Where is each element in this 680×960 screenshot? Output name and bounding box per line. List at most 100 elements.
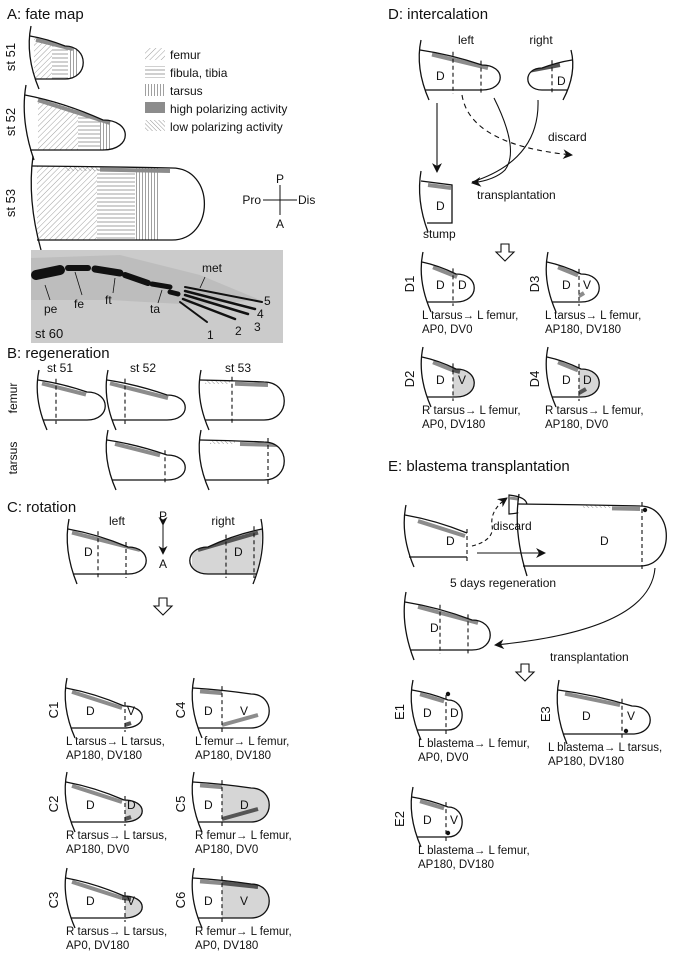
limb-fill bbox=[193, 688, 270, 728]
marker-dot bbox=[445, 691, 451, 697]
caption-line: AP180, DV180 bbox=[418, 859, 494, 871]
blastema-result bbox=[410, 679, 463, 741]
regeneration-label: 5 days regeneration bbox=[450, 576, 556, 590]
photo-label: fe bbox=[74, 297, 84, 311]
amputation-edge bbox=[191, 867, 203, 929]
caption-line: AP180, DV0 bbox=[545, 419, 608, 431]
amputation-edge bbox=[418, 170, 429, 233]
hatch-region bbox=[78, 95, 100, 150]
axis-a: A bbox=[276, 217, 284, 231]
amputation-edge bbox=[556, 679, 568, 745]
polarizing-zone bbox=[199, 783, 223, 790]
limb-fill bbox=[405, 602, 491, 650]
polarizing-zone bbox=[419, 692, 445, 704]
caption-line: AP180, DV0 bbox=[66, 844, 129, 856]
transplant-arrow-left bbox=[471, 97, 511, 187]
limb-body bbox=[420, 50, 501, 90]
graft-label: V bbox=[583, 278, 591, 292]
polarizing-zone bbox=[451, 273, 458, 279]
limb-outline bbox=[192, 877, 270, 919]
stump-outline bbox=[420, 180, 453, 224]
legend: femur fibula, tibia tarsus high polarizi… bbox=[145, 48, 287, 134]
digit-label: 5 bbox=[264, 294, 271, 308]
result-arrow-icon bbox=[514, 663, 536, 682]
discard-label: discard bbox=[493, 519, 532, 533]
experiment-tag: D2 bbox=[402, 371, 417, 388]
rotation-result bbox=[191, 867, 270, 929]
limb-label: D bbox=[436, 69, 445, 83]
axis-a: A bbox=[159, 557, 167, 571]
host-label: D bbox=[86, 894, 95, 908]
limb-fill bbox=[32, 166, 205, 240]
polarizing-zone bbox=[239, 441, 279, 447]
amputation-edge bbox=[545, 346, 557, 408]
experiment-tag: C3 bbox=[46, 892, 61, 909]
row-label: femur bbox=[6, 383, 20, 414]
limb-fill bbox=[547, 262, 600, 302]
caption-line: R tarsus→ L femur, bbox=[422, 405, 521, 417]
caption-line: L tarsus→ L tarsus, bbox=[66, 736, 165, 748]
transplantation-label: transplantation bbox=[477, 188, 556, 202]
host-label: D bbox=[423, 706, 432, 720]
legend-swatch-low-polar bbox=[145, 120, 165, 131]
polarizing-zone bbox=[432, 360, 453, 372]
limb-fill bbox=[412, 690, 463, 730]
marker-dot bbox=[642, 507, 648, 513]
blastema-host-limb bbox=[403, 504, 468, 568]
digit-label: 4 bbox=[257, 307, 264, 321]
digit-label: 3 bbox=[254, 320, 261, 334]
limb-body bbox=[412, 797, 463, 837]
legend-swatch-fibula bbox=[145, 66, 165, 78]
caption-line: R tarsus→ L tarsus, bbox=[66, 830, 167, 842]
caption-line: L femur→ L femur, bbox=[195, 736, 289, 748]
limb-outline bbox=[192, 781, 270, 823]
fate-map-st51 bbox=[28, 25, 84, 90]
right-label: right bbox=[211, 514, 235, 528]
amputation-edge bbox=[191, 677, 203, 739]
graft-label: D bbox=[583, 373, 592, 387]
caption-line: AP0, DV0 bbox=[418, 752, 469, 764]
axis-pro: Pro bbox=[242, 193, 261, 207]
experiment-tag: C6 bbox=[173, 892, 188, 909]
limb-body bbox=[422, 262, 475, 302]
caption-line: L blastema→ L femur, bbox=[418, 738, 530, 750]
graft-label: V bbox=[127, 704, 135, 718]
column-label: st 51 bbox=[47, 361, 73, 375]
amputation-edge bbox=[410, 786, 422, 848]
panel-c-title: C: rotation bbox=[7, 499, 76, 516]
stage-label: st 51 bbox=[3, 43, 18, 71]
polarizing-zone bbox=[124, 721, 132, 727]
amputation-edge bbox=[64, 677, 76, 739]
graft-label: V bbox=[458, 373, 466, 387]
st60-photo: pe fe ft ta met 1 2 3 4 5 st 60 bbox=[31, 250, 283, 343]
transplantation-label: transplantation bbox=[550, 650, 629, 664]
caption-line: AP0, DV180 bbox=[422, 419, 485, 431]
hatch-region bbox=[68, 36, 78, 79]
experiment-tag: C5 bbox=[173, 796, 188, 813]
regen-femur-st53 bbox=[198, 369, 285, 431]
intercalation-left-limb bbox=[418, 39, 501, 101]
limb-fill bbox=[200, 440, 285, 480]
polarizing-zone bbox=[417, 519, 466, 538]
right-label: right bbox=[529, 33, 553, 47]
experiment-tag: D4 bbox=[527, 371, 542, 388]
polarizing-zone bbox=[221, 807, 259, 821]
polarizing-zone bbox=[71, 689, 123, 710]
polarizing-zone bbox=[557, 360, 579, 373]
amputation-edge bbox=[545, 251, 557, 313]
amputation-edge bbox=[28, 25, 40, 90]
photo-label: ft bbox=[105, 293, 112, 307]
limb-outline bbox=[67, 528, 147, 575]
discard-arrow bbox=[461, 94, 573, 160]
limb-outline bbox=[419, 49, 501, 91]
limb-outline bbox=[24, 94, 126, 151]
polarizing-zone bbox=[121, 896, 132, 901]
caption-line: AP0, DV180 bbox=[66, 940, 129, 952]
limb-label: D bbox=[557, 74, 566, 88]
legend-swatch-high-polar bbox=[145, 102, 165, 113]
panel-d-title: D: intercalation bbox=[388, 6, 488, 23]
polarizing-zone bbox=[41, 381, 87, 397]
polarizing-zone bbox=[419, 799, 445, 811]
intercalation-result bbox=[545, 251, 600, 313]
regen-femur-st51 bbox=[36, 369, 106, 431]
